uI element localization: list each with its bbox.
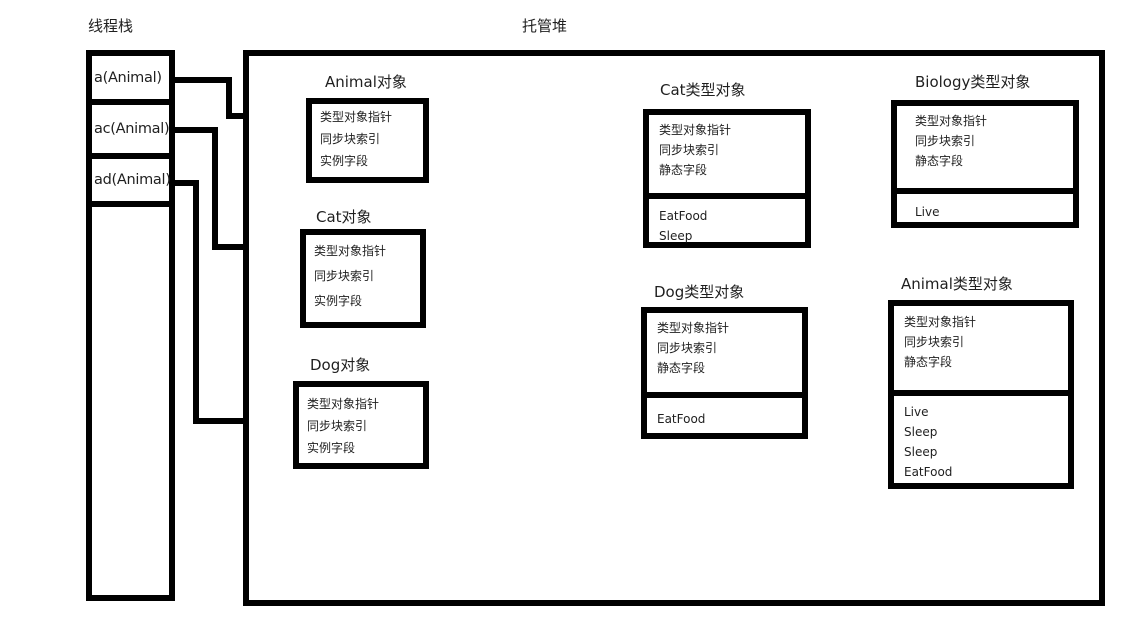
field-static-fields: 静态字段: [659, 163, 708, 177]
animal-object-title: Animal对象: [325, 73, 407, 91]
dog-type-method-section: EatFood: [647, 398, 802, 429]
field-type-object-pointer: 类型对象指针: [659, 123, 732, 137]
thread-stack-box: a(Animal) ac(Animal) ad(Animal): [86, 50, 175, 601]
method-live: Live: [915, 205, 940, 219]
biology-type-object-title: Biology类型对象: [915, 73, 1031, 91]
cat-type-method-section: EatFood Sleep: [649, 199, 805, 246]
field-sync-block-index: 同步块索引: [915, 134, 976, 148]
biology-type-method-section: Live: [897, 194, 1073, 222]
dog-object-box: 类型对象指针 同步块索引 实例字段: [293, 381, 429, 469]
field-type-object-pointer: 类型对象指针: [307, 397, 380, 411]
field-sync-block-index: 同步块索引: [659, 143, 720, 157]
field-sync-block-index: 同步块索引: [307, 419, 368, 433]
animal-type-header-section: 类型对象指针 同步块索引 静态字段: [894, 306, 1068, 396]
method-sleep: Sleep: [904, 425, 938, 439]
animal-type-method-section: Live Sleep Sleep EatFood: [894, 396, 1068, 482]
stack-variable-ac: ac(Animal): [92, 105, 170, 159]
cat-type-header-section: 类型对象指针 同步块索引 静态字段: [649, 115, 805, 199]
thread-stack-label: 线程栈: [88, 17, 134, 35]
dog-object-title: Dog对象: [310, 356, 371, 374]
field-sync-block-index: 同步块索引: [320, 132, 381, 146]
method-sleep: Sleep: [904, 445, 938, 459]
biology-type-header-section: 类型对象指针 同步块索引 静态字段: [897, 106, 1073, 194]
cat-object-box: 类型对象指针 同步块索引 实例字段: [300, 229, 426, 328]
field-type-object-pointer: 类型对象指针: [915, 114, 988, 128]
managed-heap-label: 托管堆: [522, 17, 568, 35]
field-instance-fields: 实例字段: [314, 294, 363, 308]
animal-object-box: 类型对象指针 同步块索引 实例字段: [306, 98, 429, 183]
cat-type-object-box: 类型对象指针 同步块索引 静态字段 EatFood Sleep: [643, 109, 811, 248]
field-type-object-pointer: 类型对象指针: [904, 315, 977, 329]
stack-variable-a: a(Animal): [92, 56, 169, 105]
field-instance-fields: 实例字段: [320, 154, 369, 168]
field-type-object-pointer: 类型对象指针: [320, 110, 393, 124]
field-instance-fields: 实例字段: [307, 441, 356, 455]
animal-type-object-box: 类型对象指针 同步块索引 静态字段 Live Sleep Sleep EatFo…: [888, 300, 1074, 489]
field-type-object-pointer: 类型对象指针: [657, 321, 730, 335]
field-type-object-pointer: 类型对象指针: [314, 244, 387, 258]
stack-empty-space: [92, 207, 169, 595]
field-static-fields: 静态字段: [915, 154, 964, 168]
stack-variable-ad: ad(Animal): [92, 159, 171, 207]
field-static-fields: 静态字段: [904, 355, 953, 369]
cat-object-title: Cat对象: [316, 208, 372, 226]
field-sync-block-index: 同步块索引: [657, 341, 718, 355]
animal-type-object-title: Animal类型对象: [901, 275, 1013, 293]
cat-type-object-title: Cat类型对象: [660, 81, 746, 99]
field-sync-block-index: 同步块索引: [314, 269, 375, 283]
method-eatfood: EatFood: [904, 465, 953, 479]
method-eatfood: EatFood: [657, 412, 706, 426]
field-sync-block-index: 同步块索引: [904, 335, 965, 349]
method-eatfood: EatFood: [659, 209, 708, 223]
biology-type-object-box: 类型对象指针 同步块索引 静态字段 Live: [891, 100, 1079, 228]
dog-type-object-title: Dog类型对象: [654, 283, 745, 301]
dog-type-object-box: 类型对象指针 同步块索引 静态字段 EatFood: [641, 307, 808, 439]
method-live: Live: [904, 405, 929, 419]
dog-type-header-section: 类型对象指针 同步块索引 静态字段: [647, 313, 802, 398]
method-sleep: Sleep: [659, 229, 693, 243]
field-static-fields: 静态字段: [657, 361, 706, 375]
